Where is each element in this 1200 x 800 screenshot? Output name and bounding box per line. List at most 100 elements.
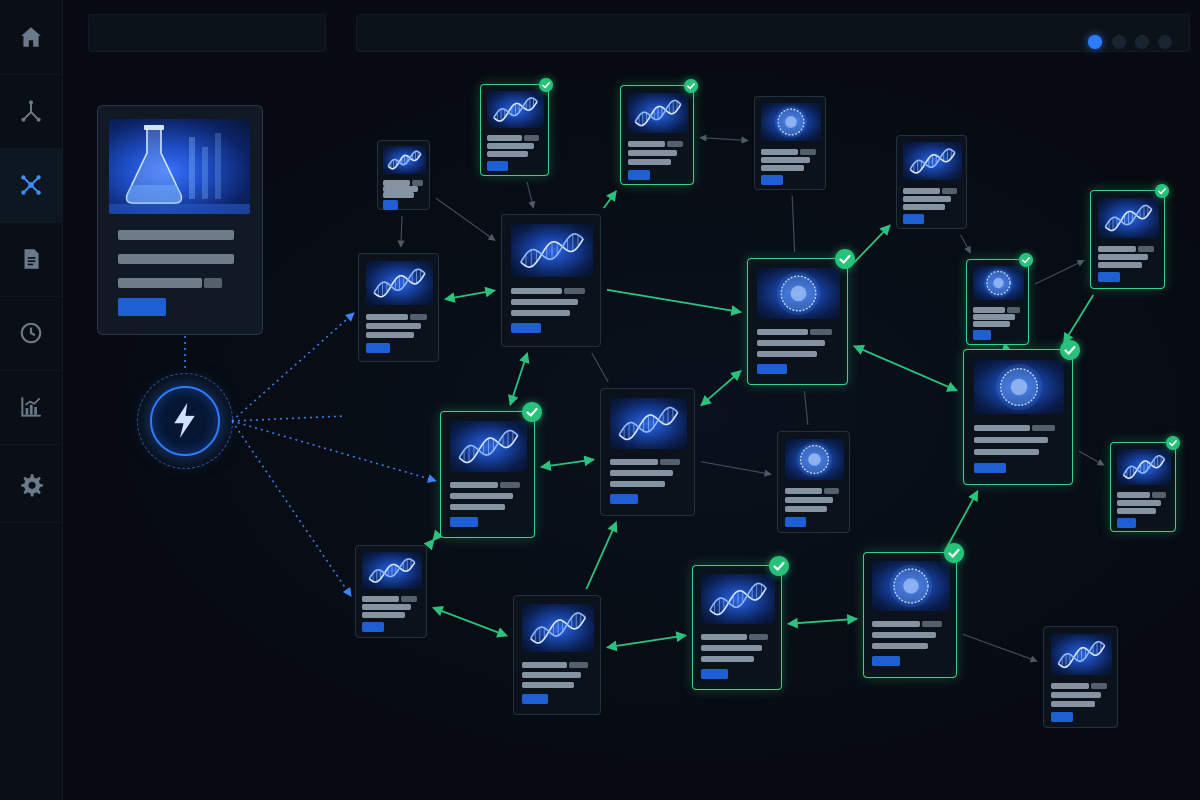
node-action-button[interactable] (362, 622, 384, 632)
workflow-node-card[interactable] (777, 431, 850, 533)
trigger-node[interactable] (150, 386, 220, 456)
node-text-bar (757, 351, 817, 357)
workflow-node-card[interactable] (692, 556, 789, 690)
connection-edge (431, 606, 509, 638)
node-text-bar (1117, 492, 1150, 498)
node-action-button[interactable] (450, 517, 478, 527)
sidebar-item-home[interactable] (0, 0, 62, 75)
workflow-node-card[interactable] (1043, 626, 1118, 728)
node-text-bar (564, 288, 585, 294)
connection-edge (397, 215, 405, 248)
node-action-button[interactable] (785, 517, 806, 527)
node-text-bar (511, 288, 562, 294)
cell-image (757, 268, 840, 319)
node-action-button[interactable] (757, 364, 787, 374)
node-text-bar (1098, 262, 1142, 268)
cell-image (872, 561, 950, 611)
node-text-bar (1007, 307, 1020, 313)
completed-check-icon (522, 402, 542, 422)
node-action-button[interactable] (1098, 272, 1120, 282)
workflow-node-card[interactable] (863, 543, 964, 678)
node-text-bar (1117, 500, 1161, 506)
workflow-node-card[interactable] (896, 135, 967, 229)
branch-icon (21, 100, 41, 122)
node-action-button[interactable] (366, 343, 390, 353)
completed-check-icon (1155, 184, 1169, 198)
node-action-button[interactable] (1117, 518, 1136, 528)
node-text-bar (800, 149, 816, 155)
step-indicator-dot[interactable] (1135, 35, 1149, 49)
node-action-button[interactable] (487, 161, 508, 171)
workflow-node-card[interactable] (966, 253, 1033, 345)
toolbar-left-panel (88, 14, 326, 52)
workflow-node-card[interactable] (358, 253, 439, 362)
node-text-bar (524, 135, 539, 141)
node-action-button[interactable] (522, 694, 548, 704)
sidebar-item-network[interactable] (0, 148, 62, 223)
sidebar-item-document[interactable] (0, 222, 62, 297)
node-text-bar (785, 488, 822, 494)
connection-edge (443, 286, 497, 303)
sidebar-item-analytics[interactable] (0, 370, 62, 445)
cell-image (974, 360, 1064, 414)
connection-edge (508, 351, 530, 407)
gear-icon (21, 474, 43, 497)
node-text-bar (973, 321, 1010, 327)
connection-edge (423, 529, 444, 551)
node-action-button[interactable] (1051, 712, 1073, 722)
document-icon (24, 249, 39, 269)
sidebar-item-history[interactable] (0, 296, 62, 371)
laboratory-flask-image (109, 119, 250, 214)
trigger-link (231, 420, 352, 597)
node-text-bar (487, 135, 522, 141)
connection-edge (946, 490, 979, 547)
workflow-node-card[interactable] (377, 140, 430, 210)
dna-helix-image (366, 261, 433, 305)
workflow-node-card[interactable] (754, 96, 826, 190)
completed-check-icon (769, 556, 789, 576)
node-text-bar (757, 340, 825, 346)
workflow-node-card[interactable] (440, 402, 542, 538)
node-action-button[interactable] (974, 463, 1006, 473)
workflow-node-card[interactable] (620, 79, 698, 185)
node-text-bar (487, 143, 534, 149)
sidebar-item-settings[interactable] (0, 448, 62, 523)
completed-check-icon (684, 79, 698, 93)
step-indicator-dot[interactable] (1158, 35, 1172, 49)
node-text-bar (660, 459, 680, 465)
dna-helix-image (511, 224, 593, 277)
node-action-button[interactable] (610, 494, 638, 504)
workflow-node-card[interactable] (1090, 184, 1169, 289)
node-action-button[interactable] (628, 170, 650, 180)
workflow-node-card[interactable] (355, 545, 427, 638)
step-indicator-dot[interactable] (1088, 35, 1102, 49)
source-card[interactable] (97, 105, 263, 335)
dna-helix-image (610, 398, 687, 449)
connection-edge (1062, 294, 1095, 344)
workflow-node-card[interactable] (600, 388, 695, 516)
connection-edge (591, 352, 609, 383)
node-action-button[interactable] (973, 330, 991, 340)
node-action-button[interactable] (903, 214, 924, 224)
node-action-button[interactable] (701, 669, 728, 679)
workflow-node-card[interactable] (1110, 436, 1180, 532)
step-indicator-dot[interactable] (1112, 35, 1126, 49)
node-action-button[interactable] (511, 323, 541, 333)
node-text-bar (903, 196, 951, 202)
workflow-node-card[interactable] (501, 214, 601, 347)
workflow-node-card[interactable] (963, 340, 1080, 485)
workflow-node-card[interactable] (480, 78, 553, 176)
node-action-button[interactable] (761, 175, 783, 185)
node-action-button[interactable] (872, 656, 900, 666)
workflow-node-card[interactable] (513, 595, 601, 715)
cell-image (761, 103, 821, 141)
node-text-bar (362, 612, 405, 618)
source-text-bar (118, 278, 202, 288)
workflow-node-card[interactable] (747, 249, 855, 385)
node-action-button[interactable] (383, 200, 398, 210)
node-text-bar (903, 204, 945, 210)
dna-helix-image (362, 552, 422, 589)
source-action-button[interactable] (118, 298, 166, 316)
